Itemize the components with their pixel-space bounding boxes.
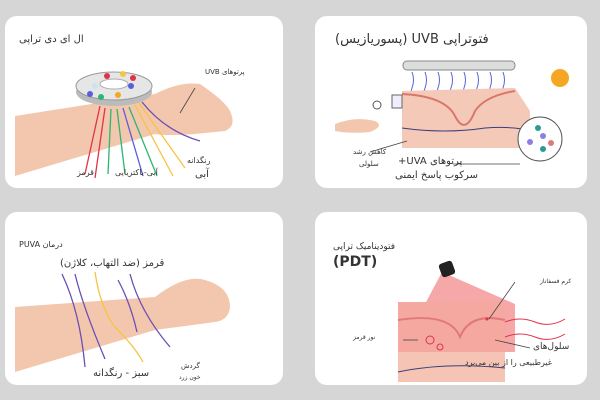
pdt-illustration [397, 260, 566, 382]
uvb-illustration [335, 60, 569, 165]
label-red-anti-inflammatory: قرمز (ضد التهاب، کلاژن) [60, 258, 165, 269]
panel-title: فتوتراپی UVB (پسوریازیس) [335, 32, 489, 47]
uv-lamp [402, 60, 516, 71]
led-device [75, 71, 153, 106]
panel-puva: درمان PUVA قرمز (ضد التهاب، کلاژن) سبز -… [5, 212, 283, 385]
panel-uvb-phototherapy: فتوتراپی UVB (پسوریازیس) کاهش رشد سلولی … [315, 16, 587, 188]
label-pigment: رنگدانه [187, 156, 211, 165]
label-circulation-1: گردش [181, 362, 200, 370]
label-red-light: نور قرمز [353, 334, 376, 341]
label-cell-growth-1: کاهش رشد [353, 148, 387, 156]
light-rays [84, 101, 201, 179]
label-cells-1: سلول‌های [533, 342, 570, 352]
label-uva-rays: پرتوهای UVA+ [398, 156, 463, 167]
water-glass-icon [391, 94, 403, 109]
label-circulation-2: خون زرد [179, 374, 201, 381]
label-cream: کرم فسفاناز [540, 278, 572, 285]
led-illustration [15, 71, 233, 179]
hand-with-pill [335, 119, 379, 133]
molecule-magnifier [517, 116, 563, 162]
light-waves [61, 271, 171, 368]
arm [15, 278, 230, 372]
label-cells-2: غیرطبیعی را از بین می‌برد [465, 358, 552, 367]
panel-pdt: فتودینامیک تراپی (PDT) کرم فسفاناز نور ق… [315, 212, 587, 385]
panel-led-therapy: ال ای دی تراپی پرتوهای UVB قرمز آبی-باکت… [5, 16, 283, 188]
puva-illustration [15, 271, 230, 372]
arm [15, 83, 233, 176]
label-immune: سرکوب پاسخ ایمنی [395, 170, 478, 181]
no-pill-icon [372, 100, 382, 110]
panel-title-line2: (PDT) [333, 254, 378, 270]
panel-title: ال ای دی تراپی [19, 34, 84, 45]
label-red: قرمز [77, 168, 94, 177]
panel-title-line1: فتودینامیک تراپی [333, 242, 396, 252]
label-green-pigment: سبز - رنگدانه [93, 368, 150, 379]
panel-title: درمان PUVA [19, 240, 63, 249]
label-blue-bacterial: آبی-باکتریایی [115, 168, 158, 177]
label-uvb-rays: پرتوهای UVB [205, 68, 245, 76]
light-source-icon [438, 260, 456, 278]
label-blue: آبی [195, 169, 209, 180]
sun-icon [551, 69, 569, 87]
label-cell-growth-2: سلولی [359, 160, 379, 168]
skin-layer [402, 88, 530, 148]
